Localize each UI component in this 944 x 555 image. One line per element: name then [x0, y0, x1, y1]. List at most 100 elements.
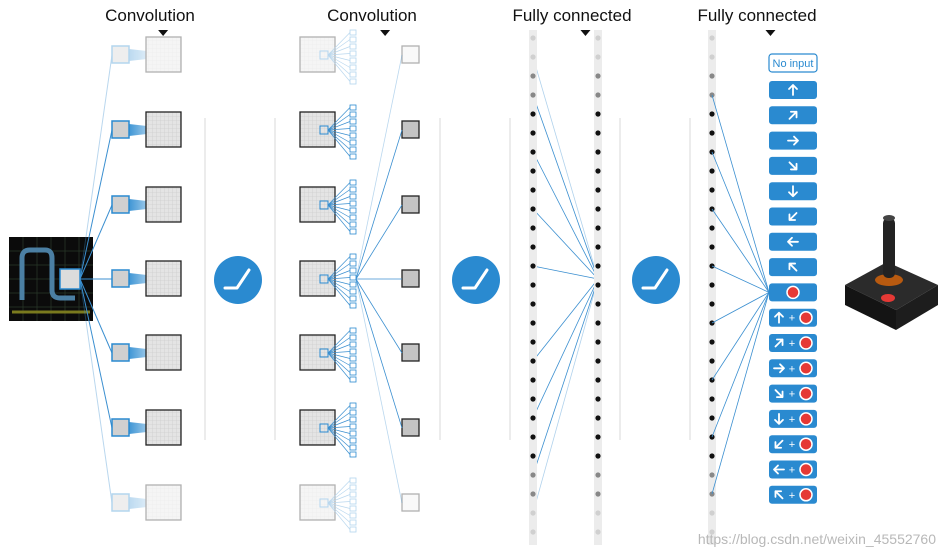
- connection-line: [327, 419, 351, 429]
- filter-unit: [349, 512, 357, 519]
- filter-unit: [349, 139, 357, 146]
- filter-unit: [349, 132, 357, 139]
- connection-line: [327, 54, 351, 68]
- conv2-feature-group: [299, 253, 420, 309]
- connection-line: [327, 39, 351, 56]
- plus-sign: +: [789, 313, 795, 325]
- fc1-input-neuron: [530, 225, 536, 231]
- filter-unit: [349, 50, 357, 57]
- fc2-neuron: [709, 35, 715, 41]
- fc1-input-neuron: [530, 491, 536, 497]
- feature-map-square: [299, 484, 336, 521]
- fc1-output-neuron: [595, 73, 601, 79]
- connection-line: [532, 151, 599, 280]
- fc1-output-neuron: [595, 301, 601, 307]
- filter-unit: [349, 29, 357, 36]
- left-arrow-icon: [787, 236, 799, 247]
- action-button-down-left-fire: +: [769, 435, 817, 454]
- connection-line: [532, 265, 599, 280]
- conv1-feature-map: [79, 111, 182, 280]
- fc1-input-neuron: [530, 54, 536, 60]
- connection-line: [327, 203, 351, 206]
- connection-line: [327, 352, 351, 359]
- action-button-up-left: [769, 258, 817, 277]
- down-right-arrow-icon: [774, 389, 784, 399]
- right-arrow-icon: [787, 135, 799, 146]
- filter-unit: [349, 519, 357, 526]
- fc1-output-neuron: [595, 415, 601, 421]
- plus-sign: +: [789, 389, 795, 401]
- connection-line: [711, 151, 770, 293]
- connection-line: [327, 501, 351, 504]
- connection-line: [532, 208, 599, 280]
- filter-unit: [349, 409, 357, 416]
- relu-curve-icon: [641, 268, 669, 290]
- fc1-input-neuron: [530, 282, 536, 288]
- connection-line: [327, 278, 351, 306]
- connection-line: [327, 412, 351, 429]
- filter-unit: [349, 423, 357, 430]
- plus-sign: +: [789, 363, 795, 375]
- relu-activation-icon: [214, 256, 262, 304]
- fc1-input-neuron: [530, 510, 536, 516]
- fc1-output-neuron: [595, 453, 601, 459]
- fc1-input-neuron: [530, 529, 536, 535]
- connection-line: [532, 278, 599, 362]
- connection-line: [532, 94, 599, 280]
- filter-unit: [349, 355, 357, 362]
- filter-unit: [349, 104, 357, 111]
- filter-unit: [349, 444, 357, 451]
- action-button-up-right-fire: +: [769, 334, 817, 352]
- input-receptive-field: [59, 268, 81, 290]
- pooled-square: [401, 343, 420, 362]
- connection-line: [327, 54, 351, 61]
- filter-unit: [349, 71, 357, 78]
- joystick-stick-top: [883, 215, 895, 221]
- connection-line: [327, 487, 351, 504]
- action-button-down-right-fire: +: [769, 384, 817, 403]
- connection-line: [327, 270, 351, 280]
- fc1-output-neuron: [595, 206, 601, 212]
- fc2-neuron: [709, 358, 715, 364]
- filter-unit: [349, 207, 357, 214]
- feature-map-square: [145, 36, 182, 73]
- fire-icon: [799, 437, 813, 451]
- fc1-input-neuron: [530, 206, 536, 212]
- fc1-output-neuron: [595, 396, 601, 402]
- caret-icon: [579, 30, 590, 36]
- fc1-input-neuron: [530, 244, 536, 250]
- joystick-icon: [845, 215, 938, 330]
- filter-unit: [349, 491, 357, 498]
- fc2-neuron: [709, 244, 715, 250]
- fc2-neuron: [709, 472, 715, 478]
- down-left-arrow-icon: [774, 439, 784, 449]
- action-button-right-fire: +: [769, 359, 817, 378]
- conv2-feature-group: [299, 402, 420, 458]
- feature-map-square: [145, 260, 182, 297]
- connection-line: [79, 278, 113, 354]
- layer-title-fc-2: Fully connected: [697, 6, 817, 36]
- connection-line: [355, 278, 403, 504]
- connection-line: [711, 94, 770, 293]
- caret-icon: [764, 30, 775, 36]
- connection-line: [355, 129, 403, 280]
- right-arrow-icon: [773, 363, 785, 374]
- fc1-output-neuron: [595, 510, 601, 516]
- connection-line: [327, 427, 351, 441]
- fire-icon: [799, 386, 813, 401]
- connection-line: [327, 204, 351, 232]
- kernel-square: [111, 269, 130, 288]
- pooled-square: [401, 493, 420, 512]
- relu-curve-icon: [461, 268, 489, 290]
- action-button-down-fire: +: [769, 409, 817, 428]
- up-right-arrow-icon: [774, 338, 784, 348]
- filter-unit: [349, 334, 357, 341]
- filter-unit: [349, 484, 357, 491]
- feature-map-square: [145, 484, 182, 521]
- connection-line: [327, 502, 351, 530]
- fc1-input-neuron: [530, 35, 536, 41]
- fc1-input-neuron: [530, 187, 536, 193]
- kernel-square: [111, 418, 130, 437]
- fire-icon: [799, 462, 813, 477]
